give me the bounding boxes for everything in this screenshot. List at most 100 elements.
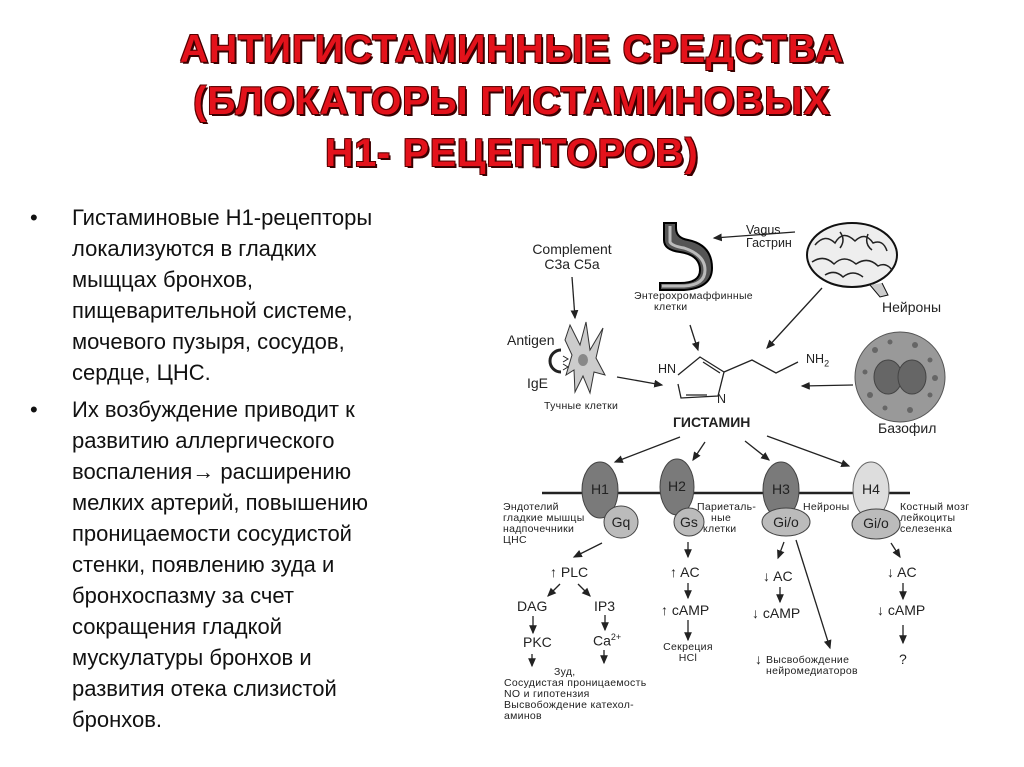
receptor-h4 <box>851 461 901 540</box>
bullet-list: • Гистаминовые Н1-рецепторы локализуются… <box>30 202 470 741</box>
label-ige: IgE <box>527 375 549 391</box>
label-superscript: 2+ <box>610 632 622 642</box>
arrow-vagus <box>712 231 796 242</box>
bullet-line: сердце, ЦНС. <box>72 360 211 385</box>
label-line: Высвобождение катехол- <box>504 699 634 712</box>
label-neurons: Нейроны <box>882 299 942 315</box>
label-line: гладкие мышцы <box>503 512 585 525</box>
g-protein-gio-h3-label: Gi/o <box>773 514 799 530</box>
arrow-entero <box>689 324 700 352</box>
label-line: Энтерохромаффинные <box>634 290 753 302</box>
receptor-h4-label: H4 <box>862 481 880 497</box>
label-line: лейкоциты <box>900 512 956 525</box>
label-histamine: ГИСТАМИН <box>673 414 751 430</box>
h2-ac: ↑ AC <box>670 564 700 580</box>
h3-camp: ↓ cAMP <box>752 605 801 621</box>
slide-title: АНТИГИСТАМИННЫЕ СРЕДСТВА (БЛОКАТОРЫ ГИСТ… <box>0 24 1024 180</box>
bullet-line: мыщцах бронхов, <box>72 267 253 292</box>
label-line: Париеталь- <box>697 501 757 513</box>
label-line: клетки <box>654 301 688 314</box>
g-protein-gio-h4-label: Gi/o <box>863 515 889 531</box>
g-protein-gs-label: Gs <box>680 514 698 530</box>
bullet-line: воспаления→ расширению <box>72 459 352 484</box>
bullet-line: мочевого пузыря, сосудов, <box>72 329 345 354</box>
label-line: Vagus <box>746 223 781 237</box>
bullet-line: сокращения гладкой <box>72 614 282 639</box>
bullet-line: мускулатуры бронхов и <box>72 645 312 670</box>
arrow-plc-ip3 <box>577 583 591 597</box>
h2-locations: Париеталь- ные клетки <box>697 501 757 536</box>
bullet-line: Гистаминовые Н1-рецепторы <box>72 205 373 230</box>
receptor-h2 <box>659 458 705 537</box>
arrow-neurons <box>766 287 823 349</box>
bullet-line: Их возбуждение приводит к <box>72 397 355 422</box>
arrow-gio-release <box>795 539 832 650</box>
label-nh2: NH2 <box>806 352 830 369</box>
arrow-to-h2 <box>692 441 706 462</box>
label-line: ЦНС <box>503 534 527 547</box>
bullet-line: бронхоспазму за счет <box>72 583 294 608</box>
arrow-complement <box>570 276 579 320</box>
h1-effects: Зуд, Сосудистая проницаемость NO и гипот… <box>504 666 647 723</box>
receptor-h1 <box>581 461 639 539</box>
h3-effect-arrow: ↓ <box>755 651 762 667</box>
label-vagus: Vagus Гастрин <box>746 223 792 251</box>
bullet-line: развития отека слизистой <box>72 676 337 701</box>
label-line: Эндотелий <box>503 501 559 513</box>
label-complement: Complement C3a C5a <box>524 242 620 271</box>
bullet-marker: • <box>30 205 38 230</box>
h4-effect: ? <box>899 651 907 667</box>
label-subscript: 2 <box>824 358 830 369</box>
label-line: Сосудистая проницаемость <box>504 677 647 690</box>
h1-pkc: PKC <box>523 634 552 650</box>
label-line: Костный мозг <box>900 501 970 513</box>
histamine-molecule-icon <box>677 356 799 399</box>
bullet-line: развитию аллергического <box>72 428 335 453</box>
label-line: C3a C5a <box>544 255 600 272</box>
bullet-item-h1-location: • Гистаминовые Н1-рецепторы локализуются… <box>30 202 470 388</box>
bullet-line: бронхов. <box>72 707 163 732</box>
receptor-h2-label: H2 <box>668 478 686 494</box>
h2-camp: ↑ cAMP <box>661 602 710 618</box>
bullet-line: стенки, появлению зуда и <box>72 552 335 577</box>
label-line: Гастрин <box>746 236 792 251</box>
label-enterochromaffin: Энтерохромаффинные клетки <box>634 290 753 314</box>
arrow-mast <box>616 376 664 388</box>
label-antigen: Antigen <box>507 332 555 348</box>
receptor-h3 <box>761 461 811 537</box>
h1-ca: Ca2+ <box>593 632 622 649</box>
h1-plc: ↑ PLC <box>550 564 589 580</box>
arrow-gq-plc <box>572 542 603 558</box>
label-line: Высвобождение <box>766 654 850 666</box>
arrow-to-h4 <box>766 435 851 467</box>
label-line: клетки <box>703 523 737 536</box>
label-line: нейромедиаторов <box>766 665 858 678</box>
title-line-2: (БЛОКАТОРЫ ГИСТАМИНОВЫХ <box>193 80 831 123</box>
h1-ip3: IP3 <box>594 598 616 614</box>
bullet-item-h1-effects: • Их возбуждение приводит к развитию алл… <box>30 394 470 735</box>
h2-effect: Секреция HCl <box>658 641 718 664</box>
arrow-to-h1 <box>613 436 681 463</box>
arrow-plc-dag <box>547 583 561 597</box>
bullet-line: локализуются в гладких <box>72 236 317 261</box>
title-line-1: АНТИГИСТАМИННЫЕ СРЕДСТВА <box>179 28 845 71</box>
h4-ac: ↓ AC <box>887 564 917 580</box>
h1-locations: Эндотелий гладкие мышцы надпочечники ЦНС <box>503 501 585 547</box>
label-line: ные <box>711 512 732 525</box>
label-line: аминов <box>504 710 542 723</box>
arrow-basophil <box>800 381 854 390</box>
receptor-h3-label: H3 <box>772 481 790 497</box>
h3-ac: ↓ AC <box>763 568 793 584</box>
title-line-3: Н1- РЕЦЕПТОРОВ) <box>325 132 699 175</box>
bullet-line: проницаемости сосудистой <box>72 521 352 546</box>
arrow-gio-ac-h4 <box>890 542 901 559</box>
h3-locations: Нейроны <box>803 501 850 513</box>
stomach-icon <box>659 222 714 291</box>
label-ca: Ca <box>593 632 611 649</box>
label-line: надпочечники <box>503 523 575 536</box>
label-line: Секреция <box>663 641 713 653</box>
g-protein-gq-label: Gq <box>611 514 631 530</box>
label-line: Complement <box>532 241 612 257</box>
brain-icon <box>806 222 898 298</box>
